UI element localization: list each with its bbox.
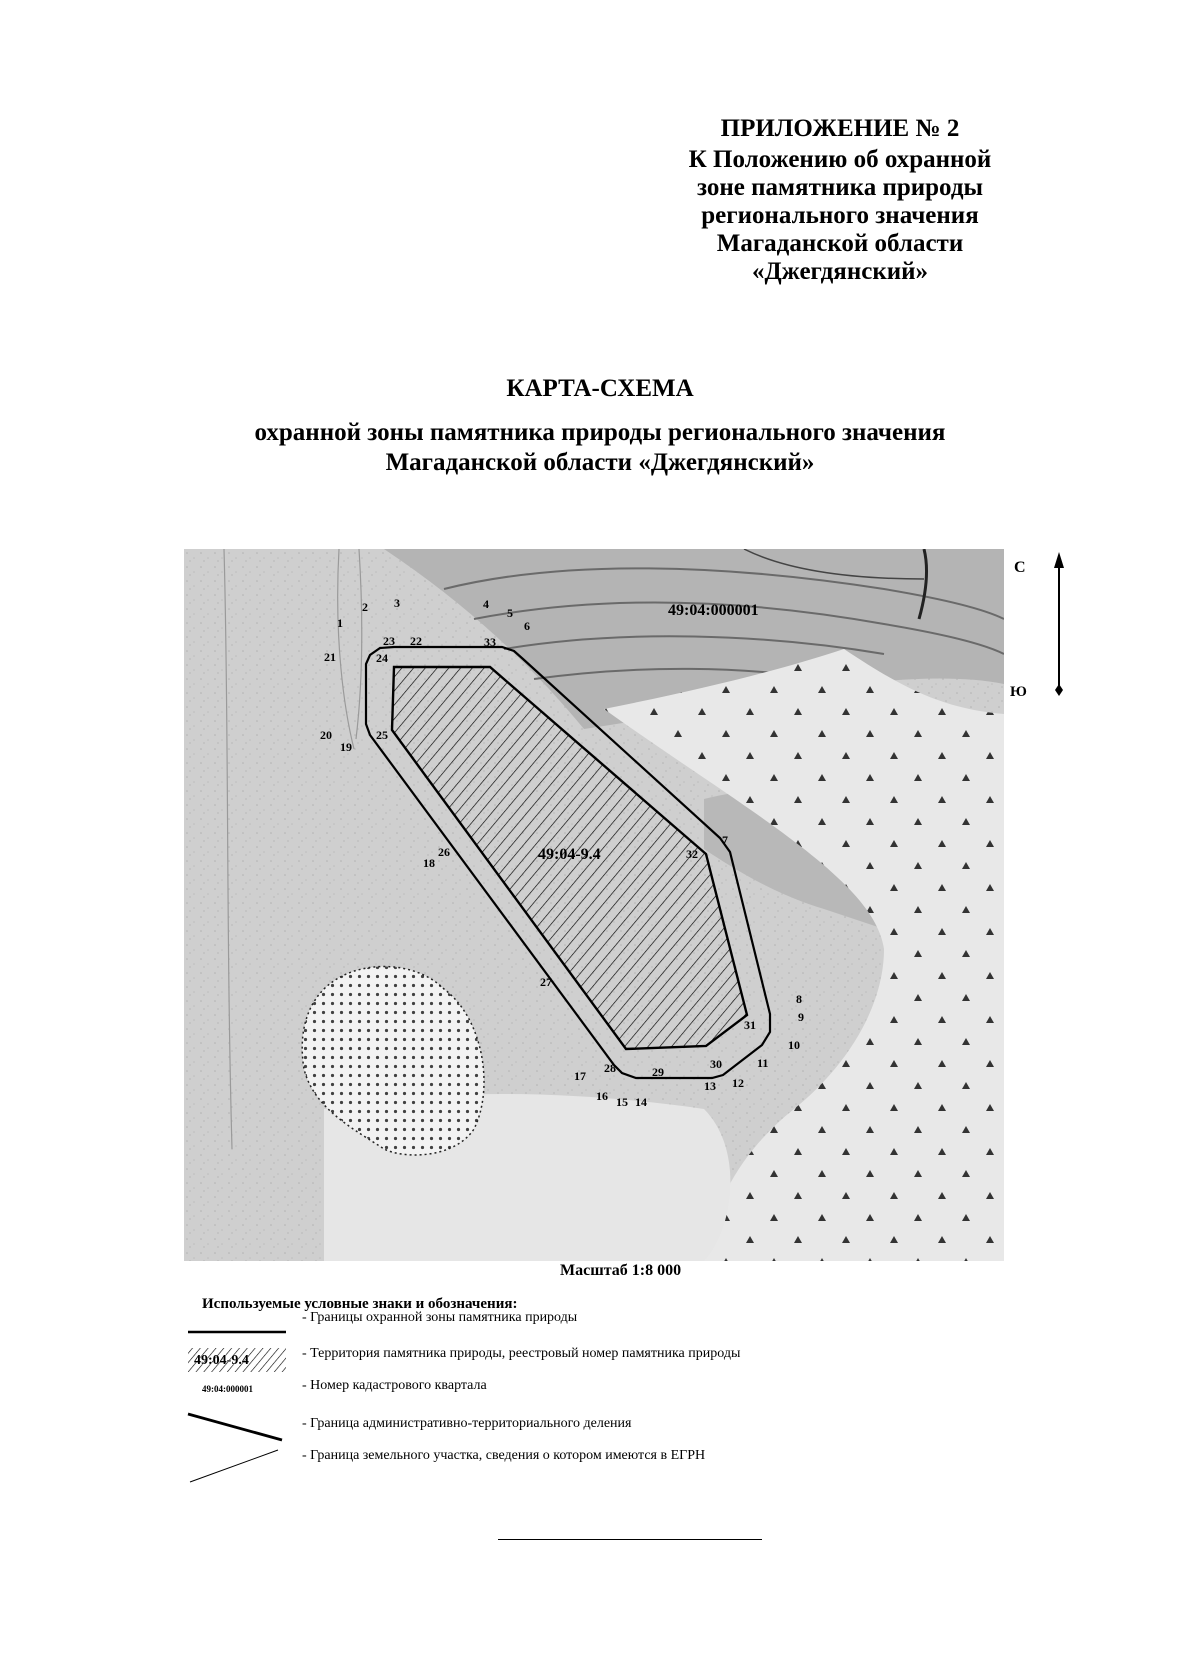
legend-quarter-label: 49:04:000001: [202, 1384, 253, 1394]
legend-title: Используемые условные знаки и обозначени…: [202, 1296, 518, 1312]
protection-zone-boundary: [364, 645, 772, 1080]
appendix-line: Магаданской области: [716, 230, 964, 257]
point-label: 11: [757, 1056, 768, 1070]
scale-label: Масштаб 1:8 000: [560, 1262, 682, 1279]
point-label: 6: [524, 619, 530, 633]
legend-thick-line-symbol: [187, 1412, 283, 1442]
map-subtitle: охранной зоны памятника природы регионал…: [180, 418, 1020, 478]
point-label: 29: [652, 1065, 664, 1079]
south-label: Ю: [1010, 684, 1027, 700]
point-label: 32: [686, 847, 698, 861]
point-label: 3: [394, 596, 400, 610]
north-arrow: С Ю: [1010, 552, 1064, 700]
quarter-label: 49:04:000001: [668, 602, 759, 619]
point-label: 2: [362, 600, 368, 614]
dotted-fill: [302, 966, 484, 1155]
subtitle-line: Магаданской области «Джегдянский»: [385, 449, 815, 476]
point-label: 7: [722, 833, 728, 847]
point-label: 25: [376, 728, 388, 742]
legend-text: - Граница административно-территориально…: [302, 1416, 632, 1431]
legend-text: - Граница земельного участка, сведения о…: [302, 1448, 706, 1463]
point-label: 20: [320, 728, 332, 742]
north-label: С: [1014, 559, 1026, 576]
map-title: КАРТА-СХЕМА: [506, 375, 694, 402]
point-label: 24: [376, 651, 388, 665]
point-label: 17: [574, 1069, 586, 1083]
point-label: 8: [796, 992, 802, 1006]
appendix-number: ПРИЛОЖЕНИЕ № 2: [720, 115, 960, 142]
point-label: 27: [540, 975, 552, 989]
stream-lines: [223, 549, 363, 1150]
appendix-line: зоне памятника природы: [696, 174, 984, 201]
legend-thin-line-symbol: [189, 1449, 279, 1483]
point-label: 5: [507, 606, 513, 620]
bottom-rule: [498, 1539, 762, 1540]
appendix-line: регионального значения: [701, 202, 979, 229]
legend-text: - Границы охранной зоны памятника природ…: [302, 1310, 578, 1325]
point-label: 28: [604, 1061, 616, 1075]
point-label: 26: [438, 845, 450, 859]
point-label: 13: [704, 1079, 716, 1093]
map-scheme: 49:04-9.4 49:04:000001 1 2 3 4 5 6 7 8 9…: [184, 549, 1004, 1261]
point-label: 30: [710, 1057, 722, 1071]
point-label: 4: [483, 597, 489, 611]
legend-text: - Территория памятника природы, реестров…: [302, 1346, 741, 1361]
monument-territory: [390, 665, 749, 1051]
point-labels: 1 2 3 4 5 6 7 8 9 10 11 12 13 14 15 16 1…: [320, 596, 804, 1109]
monument-label: 49:04-9.4: [538, 846, 601, 863]
point-label: 1: [337, 616, 343, 630]
point-label: 19: [340, 740, 352, 754]
appendix-block: ПРИЛОЖЕНИЕ № 2 К Положению об охранной з…: [640, 112, 1040, 286]
point-label: 31: [744, 1018, 756, 1032]
point-label: 21: [324, 650, 336, 664]
arrow-head-icon: [1054, 552, 1064, 568]
appendix-line: К Положению об охранной: [688, 146, 992, 173]
legend-hatch-label: 49:04-9.4: [194, 1353, 249, 1368]
point-label: 9: [798, 1010, 804, 1024]
diamond-icon: [1055, 684, 1063, 696]
point-label: 15: [616, 1095, 628, 1109]
point-label: 10: [788, 1038, 800, 1052]
legend-hatch-symbol: 49:04-9.4: [188, 1348, 286, 1372]
legend-line-symbol: [188, 1330, 286, 1334]
point-label: 16: [596, 1089, 608, 1103]
legend-text: - Номер кадастрового квартала: [302, 1378, 487, 1393]
point-label: 18: [423, 856, 435, 870]
point-label: 33: [484, 635, 496, 649]
point-label: 23: [383, 634, 395, 648]
point-label: 22: [410, 634, 422, 648]
forest-marks: [604, 649, 1004, 1261]
point-label: 12: [732, 1076, 744, 1090]
contour-lines: [443, 549, 1004, 680]
subtitle-line: охранной зоны памятника природы регионал…: [254, 419, 946, 446]
appendix-line: «Джегдянский»: [751, 258, 929, 285]
point-label: 14: [635, 1095, 647, 1109]
